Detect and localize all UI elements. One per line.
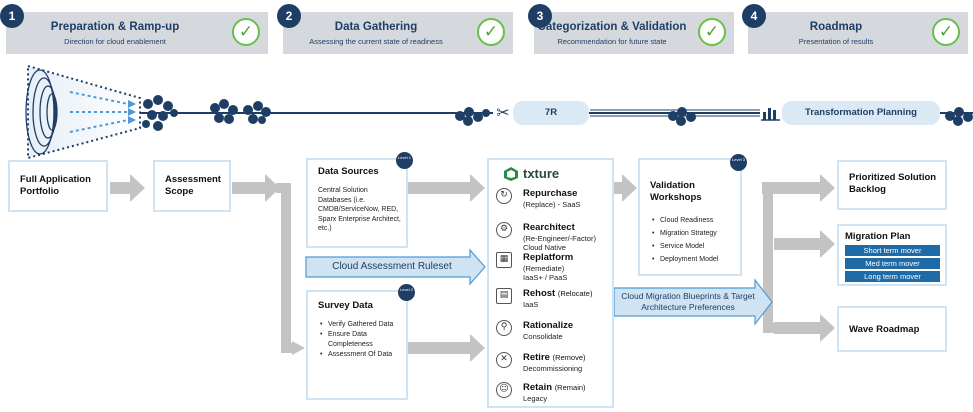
box-title: Prioritized Solution Backlog: [849, 172, 937, 195]
strategy-name: Repurchase: [523, 188, 578, 199]
box-title: Assessment Scope: [165, 174, 221, 197]
strategy-desc-line: Decommissioning: [523, 364, 583, 373]
mover-short-term: Short term mover: [845, 245, 940, 256]
strategy-name: Retain (Remain): [523, 382, 586, 393]
mover-long-term: Long term mover: [845, 271, 940, 282]
mover-med-term: Med term mover: [845, 258, 940, 269]
pill-7r: 7R: [513, 101, 589, 125]
list-item: Deployment Model: [650, 253, 736, 266]
phase-number: 3: [528, 4, 552, 28]
retire-icon: ✕: [496, 352, 512, 368]
phase-title: Roadmap: [809, 21, 863, 33]
ruleset-arrow: [305, 248, 486, 286]
level-badge: Level 2: [398, 284, 415, 301]
box-title: Data Sources: [318, 166, 379, 177]
phase-2: 2 Data Gathering Assessing the current s…: [277, 4, 513, 54]
gear-icon: ⚙: [496, 222, 512, 238]
strategy-name: Rehost (Relocate): [523, 288, 592, 299]
txture-logo-icon: [504, 167, 518, 181]
list-item: Assessment Of Data: [318, 350, 402, 360]
strategy-desc-line: - SaaS: [557, 200, 581, 209]
check-icon: ✓: [698, 18, 726, 46]
txture-logo-text: txture: [523, 166, 560, 181]
strategy-name: Rearchitect: [523, 222, 575, 233]
box-assessment-scope: Assessment Scope: [153, 160, 231, 212]
phase-number: 2: [277, 4, 301, 28]
phase-4: 4 Roadmap Presentation of results ✓: [742, 4, 968, 54]
strategy-desc-line: IaaS+ / PaaS: [523, 273, 568, 282]
strategy-qualifier: (Relocate): [557, 289, 593, 298]
level-badge: Level 3: [730, 154, 747, 171]
strategy-desc-line: Legacy: [523, 394, 548, 403]
box-prioritized-solution-backlog: Prioritized Solution Backlog: [837, 160, 947, 210]
phase-3: 3 Categorization & Validation Recommenda…: [528, 4, 734, 54]
box-survey-data: Survey Data Verify Gathered Data Ensure …: [306, 284, 415, 400]
pill-transformation-planning: Transformation Planning: [782, 101, 940, 125]
list-item: Verify Gathered Data: [318, 320, 402, 330]
strategy-desc-line: (Remediate): [523, 264, 565, 273]
pill-7r-label: 7R: [544, 107, 558, 118]
strategy-name-text: Rehost: [523, 288, 556, 299]
box-title: Survey Data: [318, 300, 373, 311]
phase-subtitle: Assessing the current state of readiness: [309, 37, 443, 46]
strategy-desc-line: (Re-Engineer/-Factor): [523, 234, 596, 243]
check-icon: ✓: [932, 18, 960, 46]
reload-icon: ↻: [496, 188, 512, 204]
server-icon: ▤: [496, 288, 512, 304]
phase-number: 4: [742, 4, 766, 28]
list-item: Service Model: [650, 240, 736, 253]
box-migration-plan: Migration Plan Short term mover Med term…: [837, 224, 947, 286]
strategy-desc-line: IaaS: [523, 300, 539, 309]
strategy-qualifier: (Remain): [554, 383, 586, 392]
list-item: Ensure Data Completeness: [318, 330, 402, 350]
check-icon: ✓: [232, 18, 260, 46]
phase-subtitle: Presentation of results: [798, 37, 874, 46]
box-data-sources: Data Sources Central Solution Databases …: [306, 152, 413, 248]
level-badge: Level 1: [396, 152, 413, 169]
phase-title: Data Gathering: [334, 21, 418, 33]
pill-planning-label: Transformation Planning: [805, 107, 917, 118]
list-item: Migration Strategy: [650, 227, 736, 240]
box-title: Wave Roadmap: [849, 324, 920, 335]
box-full-application-portfolio: Full Application Portfolio: [8, 160, 108, 212]
ruleset-label: Cloud Assessment Ruleset: [332, 261, 452, 272]
box-wave-roadmap: Wave Roadmap: [837, 306, 947, 352]
strategy-desc: (Replace) - SaaS: [523, 200, 581, 209]
blueprints-label: Cloud Migration Blueprints & Target Arch…: [621, 291, 755, 312]
scissors-icon: ✂: [493, 103, 513, 123]
list-item: Cloud Readiness: [650, 214, 736, 227]
strategy-desc-line: Consolidate: [523, 332, 563, 341]
box-title: Full Application Portfolio: [20, 174, 91, 197]
phase-title: Categorization & Validation: [537, 21, 687, 33]
chart-icon: [760, 103, 782, 123]
check-icon: ✓: [477, 18, 505, 46]
survey-list: Verify Gathered Data Ensure Data Complet…: [318, 320, 402, 360]
person-icon: ☺: [496, 382, 512, 398]
strategy-name-text: Retire: [523, 352, 550, 363]
strategy-qualifier: (Replace): [523, 200, 556, 209]
phase-title: Preparation & Ramp-up: [50, 21, 180, 33]
boxes-icon: ▦: [496, 252, 512, 268]
phase-number: 1: [0, 4, 24, 28]
box-title: Validation Workshops: [650, 180, 702, 203]
validation-list: Cloud Readiness Migration Strategy Servi…: [650, 214, 736, 266]
txture-logo: txture: [503, 166, 603, 182]
strategy-qualifier: (Remove): [552, 353, 586, 362]
txture-panel: txture ↻ Repurchase (Replace) - SaaS ⚙ R…: [487, 158, 614, 408]
pin-icon: ⚲: [496, 320, 512, 336]
box-validation-workshops: Validation Workshops Cloud Readiness Mig…: [638, 154, 747, 276]
phase-1: 1 Preparation & Ramp-up Direction for cl…: [0, 4, 268, 54]
strategy-name: Rationalize: [523, 320, 574, 331]
strategy-name-text: Retain: [523, 382, 553, 393]
blueprints-arrow: [613, 278, 773, 326]
strategy-name: Replatform: [523, 252, 574, 263]
box-description: Central Solution Databases (i.e. CMDB/Se…: [318, 187, 401, 232]
box-title: Migration Plan: [845, 231, 911, 242]
strategy-name: Retire (Remove): [523, 352, 586, 363]
phase-subtitle: Direction for cloud enablement: [64, 37, 166, 46]
strategy-desc-line: Cloud Native: [523, 243, 566, 252]
phase-subtitle: Recommendation for future state: [557, 37, 667, 46]
